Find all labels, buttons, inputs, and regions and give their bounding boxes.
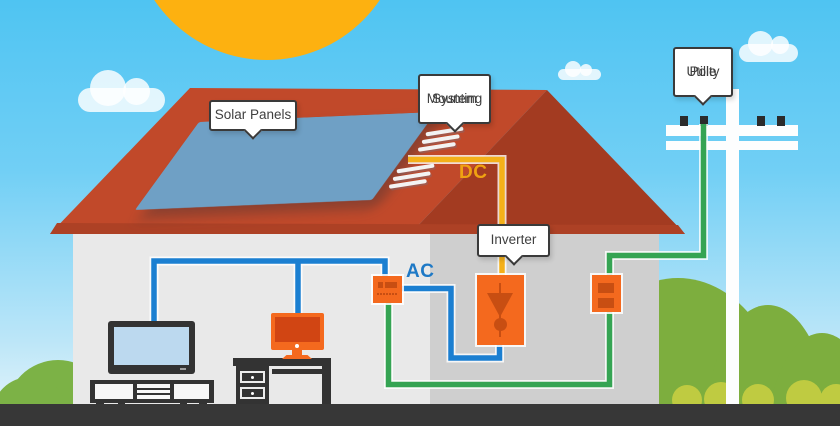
pole-insulator bbox=[680, 116, 688, 126]
ac-wire bbox=[151, 258, 503, 361]
pole-insulator bbox=[777, 116, 785, 126]
desktop-monitor bbox=[271, 313, 324, 359]
utility-pole-mast bbox=[726, 89, 739, 407]
callout-utility-line1: Utility bbox=[686, 63, 720, 79]
cloud bbox=[739, 31, 798, 62]
callout-inverter: Inverter bbox=[477, 224, 550, 266]
pole-crossarm-upper bbox=[666, 125, 798, 136]
dc-wire bbox=[408, 156, 505, 276]
callout-solar-panels: Solar Panels bbox=[209, 100, 297, 140]
tv-stand bbox=[90, 380, 214, 408]
cloud bbox=[78, 70, 165, 112]
desk bbox=[233, 358, 331, 408]
house-wall-shaded bbox=[430, 233, 659, 405]
pole-insulator bbox=[757, 116, 765, 126]
television bbox=[108, 321, 195, 374]
inverter-unit bbox=[477, 275, 524, 345]
callout-mounting-line2: System bbox=[431, 90, 477, 106]
electric-meter bbox=[592, 275, 621, 312]
grid-wire bbox=[385, 124, 707, 388]
callout-inverter-text: Inverter bbox=[490, 232, 537, 248]
callout-utility-line2: Pole bbox=[689, 63, 717, 79]
pole-insulator bbox=[700, 116, 708, 126]
callout-solar-panels-text: Solar Panels bbox=[214, 107, 292, 123]
pole-crossarm-lower bbox=[666, 141, 798, 150]
ac-wire-label: AC bbox=[406, 261, 435, 282]
breaker-panel bbox=[373, 276, 402, 303]
cloud bbox=[558, 61, 601, 80]
callout-mounting-system: Mounting System bbox=[418, 74, 491, 133]
callout-mounting-line1: Mounting bbox=[426, 90, 483, 106]
dc-wire-label: DC bbox=[459, 162, 488, 183]
ground bbox=[0, 404, 840, 426]
callout-utility-pole: Utility Pole bbox=[673, 47, 733, 106]
